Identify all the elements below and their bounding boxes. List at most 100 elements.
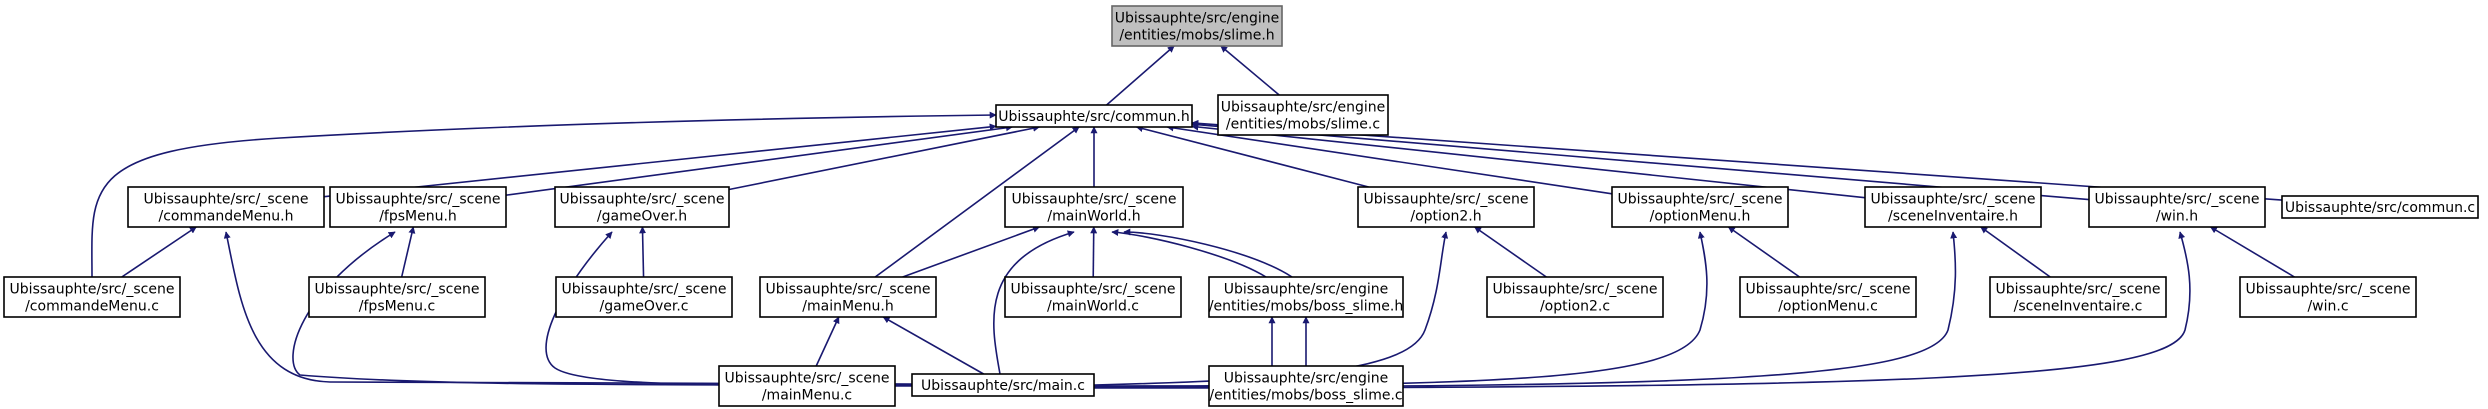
node-mainWorld-c[interactable]: Ubissauphte/src/_scene/mainWorld.c — [1004, 276, 1182, 318]
edge-main_c-to-sceneInventaire_h — [1093, 231, 1958, 388]
node-label-line: /sceneInventaire.c — [2014, 299, 2143, 315]
node-label-line: /option2.h — [1410, 209, 1481, 225]
node-label-line: Ubissauphte/src/_scene — [1493, 282, 1658, 298]
edge-commun_h-to-slime_h — [1106, 45, 1175, 106]
node-label-line: /commandeMenu.h — [159, 209, 294, 225]
node-mainWorld-h[interactable]: Ubissauphte/src/_scene/mainWorld.h — [1004, 186, 1184, 228]
node-label-line: /option2.c — [1540, 299, 1610, 315]
node-option2-h[interactable]: Ubissauphte/src/_scene/option2.h — [1357, 186, 1535, 228]
edge-sceneInventaire_c-to-sceneInventaire_h — [1980, 226, 2051, 278]
node-label-line: Ubissauphte/src/_scene — [560, 192, 725, 208]
node-box — [1864, 186, 2042, 228]
node-box — [1004, 186, 1184, 228]
edge-fpsMenu_h-to-commun_h — [505, 124, 1013, 196]
node-commandeMenu-h[interactable]: Ubissauphte/src/_scene/commandeMenu.h — [127, 186, 325, 228]
node-option2-c[interactable]: Ubissauphte/src/_scene/option2.c — [1486, 276, 1664, 318]
file-nodes: Ubissauphte/src/engine/entities/mobs/sli… — [3, 5, 2479, 407]
node-label-line: /optionMenu.c — [1778, 299, 1878, 315]
node-label-line: Ubissauphte/src/_scene — [1871, 192, 2036, 208]
node-mainMenu-h[interactable]: Ubissauphte/src/_scene/mainMenu.h — [759, 276, 937, 318]
node-commandeMenu-c[interactable]: Ubissauphte/src/_scene/commandeMenu.c — [3, 276, 181, 318]
node-label-line: /entities/mobs/boss_slime.c — [1209, 388, 1402, 404]
edge-optionMenu_h-to-commun_h — [1166, 124, 1613, 195]
node-label-line: /fpsMenu.h — [379, 209, 457, 225]
node-label-line: Ubissauphte/src/engine — [1115, 11, 1280, 27]
node-boss-slime-c[interactable]: Ubissauphte/src/engine/entities/mobs/bos… — [1208, 365, 1404, 407]
edge-optionMenu_c-to-optionMenu_h — [1727, 226, 1801, 278]
node-label-line: Ubissauphte/src/_scene — [336, 192, 501, 208]
node-box — [3, 276, 181, 318]
edge-sceneInventaire_h-to-commun_h — [1191, 123, 1866, 199]
node-label-line: /mainWorld.c — [1047, 299, 1139, 315]
node-label-line: /entities/mobs/slime.c — [1226, 117, 1380, 133]
node-label-line: Ubissauphte/src/_scene — [766, 282, 931, 298]
edge-commandeMenu_c-to-commandeMenu_h — [121, 226, 197, 278]
node-box — [2088, 186, 2266, 228]
node-sceneInventaire-h[interactable]: Ubissauphte/src/_scene/sceneInventaire.h — [1864, 186, 2042, 228]
node-box — [555, 276, 733, 318]
edge-main_c-to-win_h — [1093, 231, 2191, 389]
node-label-line: Ubissauphte/src/engine — [1221, 100, 1386, 116]
node-fpsMenu-h[interactable]: Ubissauphte/src/_scene/fpsMenu.h — [329, 186, 507, 228]
node-label-line: /entities/mobs/boss_slime.h — [1209, 299, 1403, 315]
node-label-line: Ubissauphte/src/_scene — [1618, 192, 1783, 208]
node-box — [911, 373, 1095, 397]
node-commun-h[interactable]: Ubissauphte/src/commun.h — [995, 104, 1193, 128]
node-box — [1989, 276, 2167, 318]
edge-fpsMenu_c-to-fpsMenu_h — [400, 226, 416, 278]
node-box — [1739, 276, 1917, 318]
node-label-line: Ubissauphte/src/_scene — [1996, 282, 2161, 298]
node-box — [1208, 365, 1404, 407]
node-box — [1004, 276, 1182, 318]
node-box — [1111, 5, 1283, 47]
node-mainMenu-c[interactable]: Ubissauphte/src/_scene/mainMenu.c — [718, 365, 896, 407]
node-boss-slime-h[interactable]: Ubissauphte/src/engine/entities/mobs/bos… — [1208, 276, 1404, 318]
node-label-line: Ubissauphte/src/_scene — [1364, 192, 1529, 208]
node-commun-c[interactable]: Ubissauphte/src/commun.c — [2281, 195, 2479, 219]
node-label-line: Ubissauphte/src/_scene — [315, 282, 480, 298]
node-box — [718, 365, 896, 407]
node-win-c[interactable]: Ubissauphte/src/_scene/win.c — [2239, 276, 2417, 318]
node-label-line: Ubissauphte/src/_scene — [1012, 192, 1177, 208]
node-optionMenu-h[interactable]: Ubissauphte/src/_scene/optionMenu.h — [1611, 186, 1789, 228]
edge-gameOver_c-to-gameOver_h — [639, 226, 647, 278]
node-win-h[interactable]: Ubissauphte/src/_scene/win.h — [2088, 186, 2266, 228]
node-label-line: /optionMenu.h — [1650, 209, 1751, 225]
node-gameOver-h[interactable]: Ubissauphte/src/_scene/gameOver.h — [554, 186, 730, 228]
node-box — [2239, 276, 2417, 318]
node-box — [1357, 186, 1535, 228]
node-label-line: Ubissauphte/src/commun.c — [2285, 200, 2475, 216]
node-label-line: /gameOver.h — [597, 209, 687, 225]
node-box — [127, 186, 325, 228]
node-label-line: /entities/mobs/slime.h — [1119, 28, 1274, 44]
edge-mainMenu_c-to-mainMenu_h — [815, 316, 840, 367]
edge-mainMenu_h-to-mainWorld_h — [902, 225, 1040, 278]
edge-main_c-to-mainMenu_h — [882, 316, 985, 375]
edge-gameOver_h-to-commun_h — [728, 124, 1041, 191]
edge-mainWorld_c-to-mainWorld_h — [1090, 226, 1098, 278]
node-label-line: Ubissauphte/src/engine — [1224, 371, 1389, 387]
node-label-line: /mainWorld.h — [1047, 209, 1140, 225]
node-label-line: /mainMenu.c — [762, 388, 852, 404]
node-optionMenu-c[interactable]: Ubissauphte/src/_scene/optionMenu.c — [1739, 276, 1917, 318]
node-box — [329, 186, 507, 228]
node-slime-c[interactable]: Ubissauphte/src/engine/entities/mobs/sli… — [1217, 94, 1389, 136]
node-gameOver-c[interactable]: Ubissauphte/src/_scene/gameOver.c — [555, 276, 733, 318]
edge-main_c-to-mainWorld_h — [993, 230, 1075, 375]
node-label-line: /commandeMenu.c — [25, 299, 159, 315]
node-slime-h[interactable]: Ubissauphte/src/engine/entities/mobs/sli… — [1111, 5, 1283, 47]
node-box — [759, 276, 937, 318]
node-label-line: /mainMenu.h — [802, 299, 893, 315]
node-label-line: /gameOver.c — [600, 299, 689, 315]
node-fpsMenu-c[interactable]: Ubissauphte/src/_scene/fpsMenu.c — [308, 276, 486, 318]
node-box — [1611, 186, 1789, 228]
node-label-line: /fpsMenu.c — [359, 299, 435, 315]
node-label-line: Ubissauphte/src/_scene — [725, 371, 890, 387]
node-label-line: Ubissauphte/src/_scene — [2095, 192, 2260, 208]
node-main-c[interactable]: Ubissauphte/src/main.c — [911, 373, 1095, 397]
node-label-line: /win.h — [2156, 209, 2198, 225]
node-sceneInventaire-c[interactable]: Ubissauphte/src/_scene/sceneInventaire.c — [1989, 276, 2167, 318]
node-box — [308, 276, 486, 318]
node-box — [2281, 195, 2479, 219]
